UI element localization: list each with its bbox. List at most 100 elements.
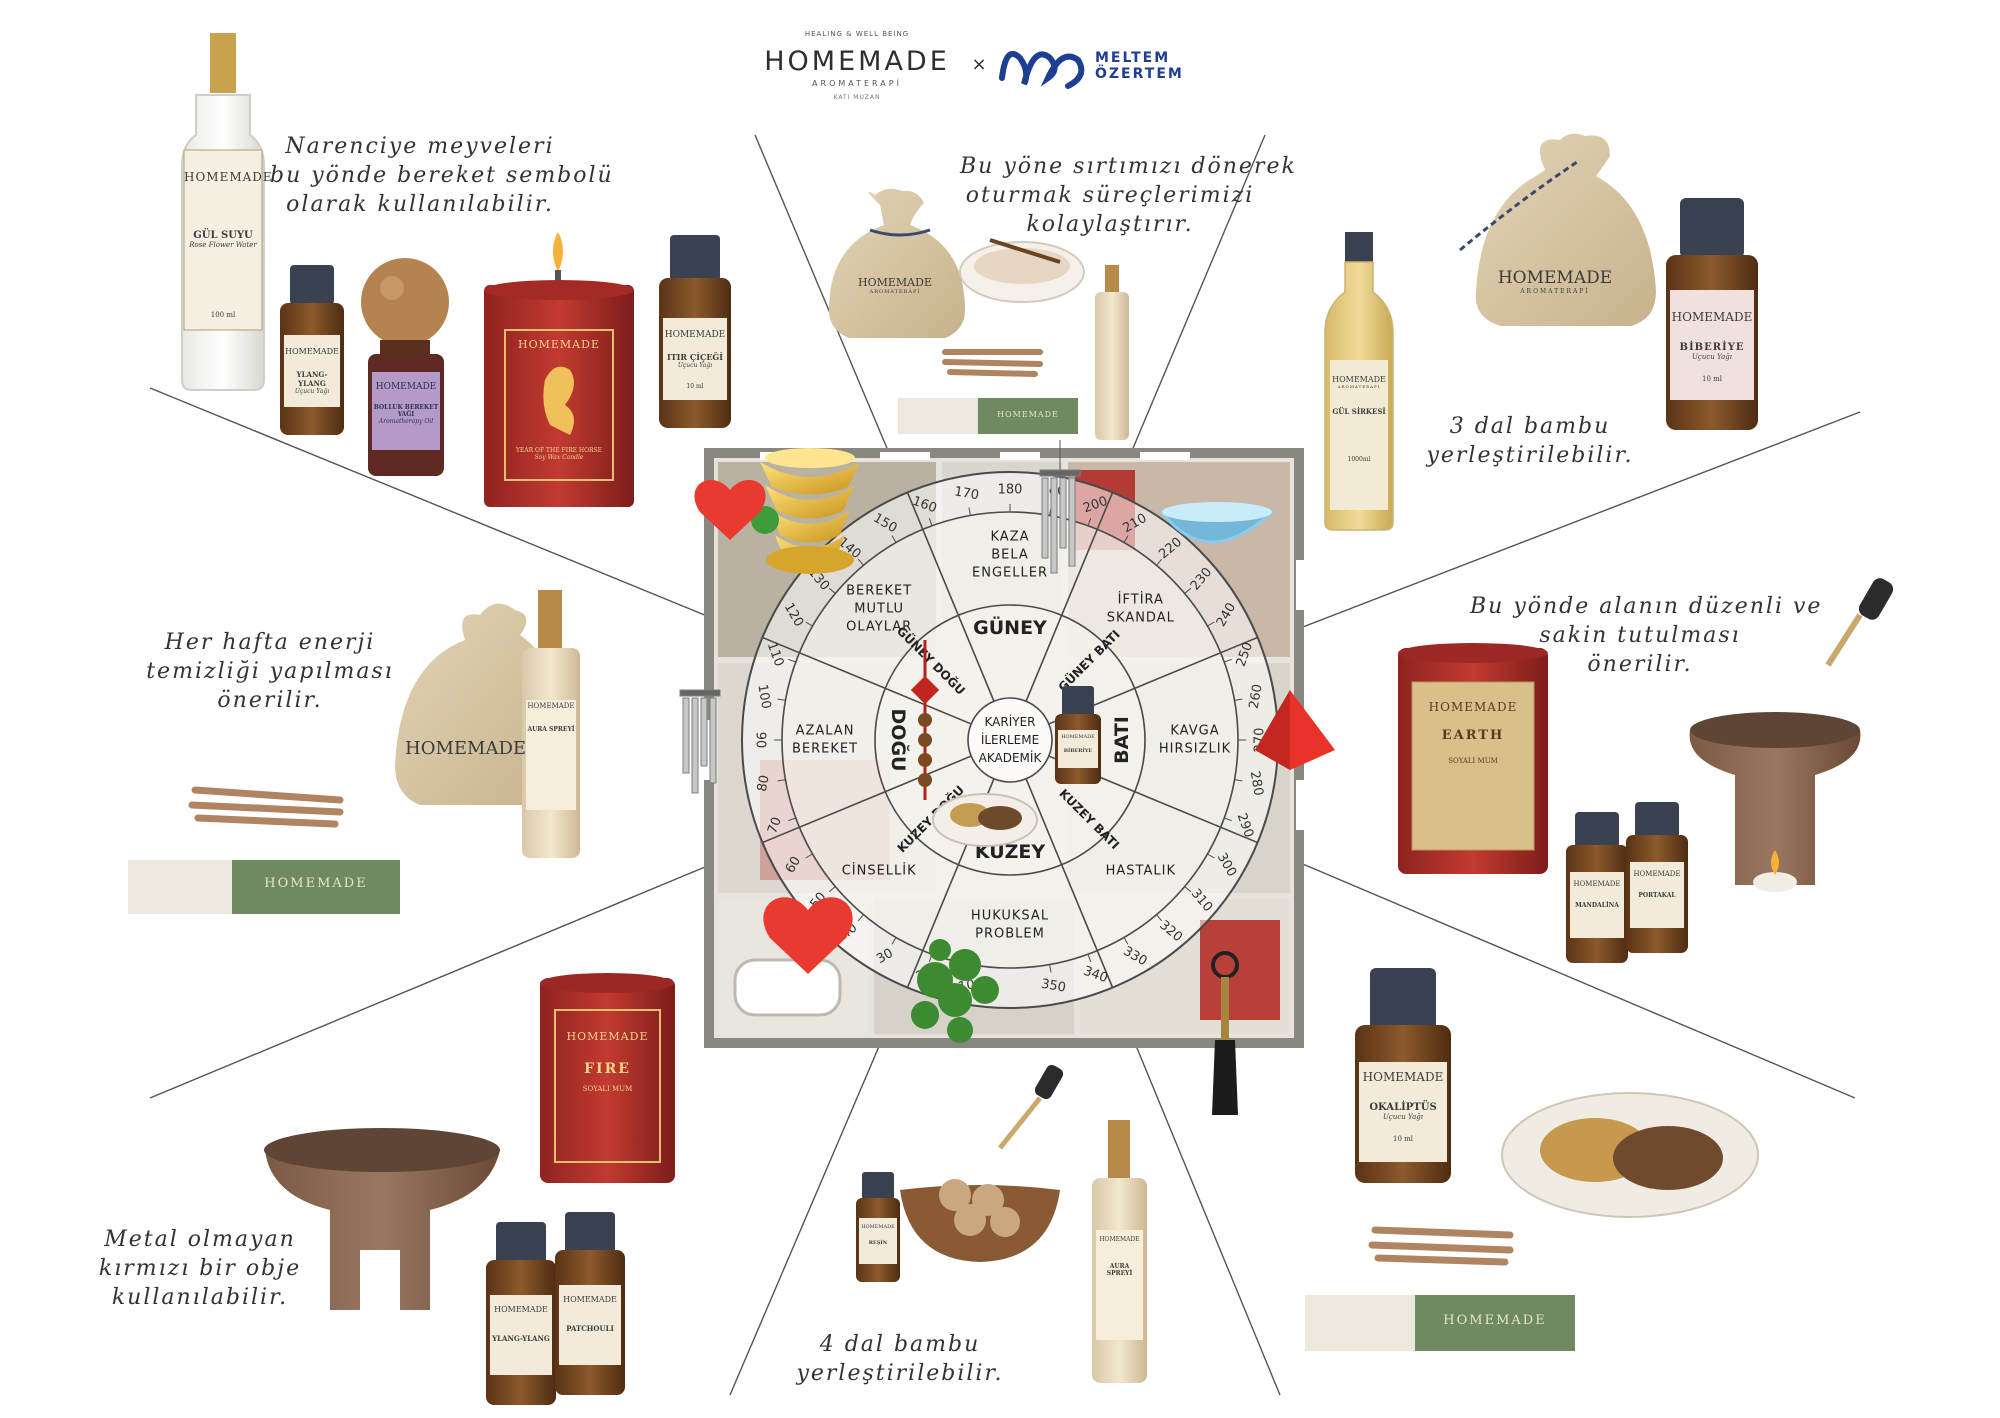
- label-sub: SOYALI MUM: [582, 1085, 633, 1093]
- note-line: 3 dal bambu: [1449, 414, 1611, 439]
- red-pyramid-shade: [1255, 690, 1290, 770]
- note-east-left: Her hafta enerji temizliği yapılması öne…: [140, 628, 400, 715]
- note-line: Her hafta enerji: [164, 630, 376, 655]
- label-mandalina: HOMEMADE MANDALİNA: [1570, 880, 1624, 909]
- note-line: Bu yönde alanın düzenli ve: [1470, 594, 1823, 619]
- degree-tick: [1123, 937, 1129, 945]
- collab-separator: ×: [971, 54, 986, 75]
- degree-label: 100: [754, 683, 773, 710]
- center-label: KARİYER: [985, 714, 1036, 729]
- label-size: 10 ml: [1392, 1135, 1413, 1143]
- gold-ingot-stack: [760, 448, 860, 574]
- label-size: 10 ml: [686, 383, 704, 390]
- itir-cicegi-oil-bottle: [659, 235, 731, 428]
- label-sub: Uçucu Yağı: [677, 362, 713, 369]
- note-line: yerleştirilebilir.: [1426, 443, 1634, 468]
- aura-spray-bottom-bottle: [1092, 1120, 1147, 1383]
- degree-tick: [1087, 518, 1092, 526]
- label-aura-spray-left: HOMEMADE AURA SPREYİ: [526, 702, 576, 733]
- direction-label-south: GÜNEY: [973, 615, 1047, 639]
- aura-spray-left-bottle: [522, 590, 580, 858]
- heart-icon: [694, 479, 766, 540]
- zone-label-southeast: OLAYLAR: [846, 620, 912, 635]
- wind-chime-icon: [1039, 440, 1081, 574]
- degree-tick: [857, 914, 864, 922]
- zone-label-north: PROBLEM: [975, 927, 1045, 942]
- label-name: GÜL SUYU: [193, 230, 253, 241]
- degree-tick: [968, 507, 971, 516]
- fire-candle: [540, 973, 675, 1183]
- compass-spoke: [762, 636, 972, 725]
- degree-label: 170: [953, 484, 980, 503]
- note-line: önerilir.: [1587, 652, 1693, 677]
- label-sub: Uçucu Yağı: [1692, 353, 1732, 361]
- label-sub: Soy Wax Candle: [534, 454, 584, 461]
- label-size: 1000ml: [1347, 456, 1371, 463]
- note-line: kolaylaştırır.: [1026, 212, 1194, 237]
- incense-box-top: [898, 398, 1078, 434]
- label-bolluk-bereket: HOMEMADE BOLLUK BEREKET YAĞI Aromatherap…: [372, 382, 440, 425]
- wooden-diffuser-bowl: [900, 1064, 1064, 1262]
- degree-tick: [1207, 621, 1215, 627]
- label-sub: AROMATERAPİ: [1520, 288, 1590, 295]
- label-biberiye-small: HOMEMADE BİBERİYE: [1058, 734, 1098, 754]
- degree-tick: [1156, 914, 1163, 922]
- zone-label-southeast: MUTLU: [854, 602, 904, 617]
- zone-label-southeast: BEREKET: [846, 584, 912, 599]
- degree-tick: [891, 937, 897, 945]
- degree-tick: [1234, 698, 1243, 701]
- zone-label-north: HUKUKSAL: [971, 909, 1049, 924]
- label-brand: HOMEMADE: [494, 1305, 548, 1314]
- note-line: 4 dal bambu: [819, 1332, 981, 1357]
- degree-label: 350: [1040, 977, 1067, 996]
- label-name: GÜL SİRKESİ: [1332, 407, 1386, 416]
- degree-tick: [1207, 853, 1215, 859]
- window: [1296, 560, 1304, 610]
- degree-tick: [928, 518, 933, 526]
- label-sub: SOYALI MUM: [1448, 757, 1498, 765]
- zone-label-south: KAZA: [991, 530, 1030, 545]
- window: [1296, 780, 1304, 830]
- label-biberiye: HOMEMADE BİBERİYE Uçucu Yağı 10 ml: [1670, 310, 1754, 383]
- brand-name-line1: MELTEM: [1095, 50, 1170, 66]
- label-name: OKALİPTÜS: [1369, 1102, 1437, 1113]
- zone-label-south: BELA: [991, 548, 1029, 563]
- label-portakal: HOMEMADE PORTAKAL: [1630, 870, 1684, 899]
- compass-spoke: [906, 492, 995, 702]
- degree-label: 180: [998, 483, 1023, 498]
- window: [880, 452, 930, 460]
- label-brand: HOMEMADE: [1428, 700, 1518, 714]
- degree-tick: [777, 779, 786, 782]
- label-brand: HOMEMADE: [861, 1224, 895, 1230]
- label-sub: Rose Flower Water: [189, 241, 257, 249]
- center-label: İLERLEME: [981, 732, 1039, 747]
- degree-tick: [857, 558, 864, 566]
- fire-horse-candle: [484, 232, 634, 507]
- degree-tick: [1224, 658, 1232, 663]
- label-sub: Uçucu Yağı: [1383, 1113, 1423, 1121]
- label-sub: Aromatherapy Oil: [378, 418, 434, 425]
- note-line: Bu yöne sırtımızı dönerek: [960, 154, 1297, 179]
- label-brand: HOMEMADE: [285, 347, 339, 356]
- resin-oil-bottle: [856, 1172, 900, 1282]
- window: [1140, 452, 1190, 460]
- label-brand: HOMEMADE: [1443, 1313, 1547, 1328]
- brand-name-line2: ÖZERTEM: [1095, 64, 1184, 82]
- linen-sack-right: [1459, 133, 1656, 326]
- zone-label-east: BEREKET: [792, 742, 858, 757]
- note-line: oturmak süreçlerimizi: [965, 183, 1255, 208]
- label-name: PORTAKAL: [1638, 892, 1676, 899]
- note-line: kırmızı bir obje: [98, 1256, 302, 1281]
- note-north-bottom: 4 dal bambu yerleştirilebilir.: [790, 1330, 1010, 1388]
- label-incense-box-top: HOMEMADE: [978, 410, 1078, 419]
- patchouli-oil-bottle: [555, 1212, 625, 1395]
- crystal-bowl: [959, 238, 1085, 303]
- ceramic-bowl-left: [264, 1128, 500, 1310]
- label-gul-sirkesi: HOMEMADE AROMATERAPİ GÜL SİRKESİ 1000ml: [1330, 375, 1388, 463]
- label-brand: HOMEMADE: [566, 1030, 649, 1043]
- label-sack-top: HOMEMADE AROMATERAPİ: [845, 276, 945, 295]
- label-brand: HOMEMADE: [858, 276, 932, 289]
- label-size: 10 ml: [1701, 375, 1722, 383]
- note-line: Narenciye meyveleri: [285, 134, 555, 159]
- wind-chime-icon: [679, 689, 721, 794]
